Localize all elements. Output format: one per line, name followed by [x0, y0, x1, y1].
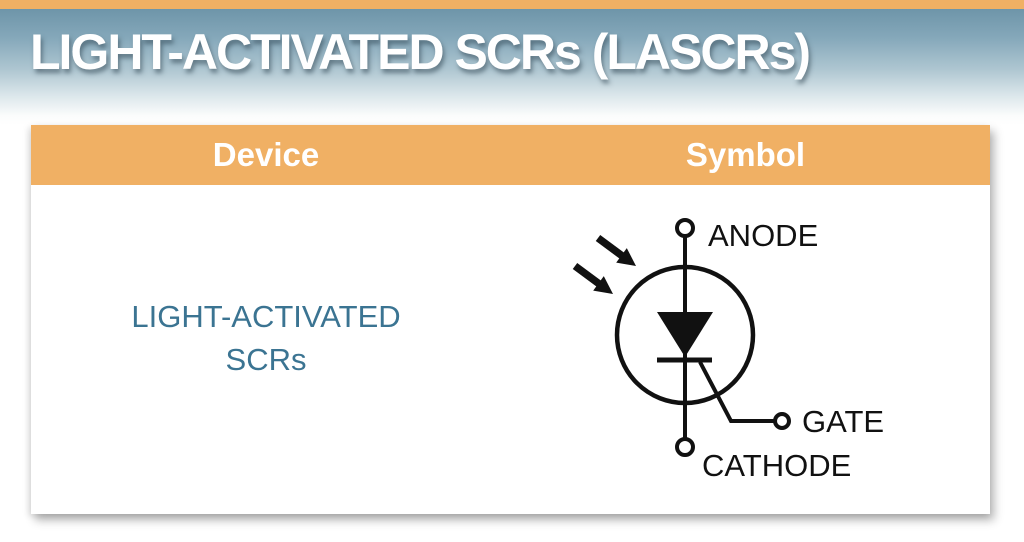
table-header-row: Device Symbol	[31, 125, 990, 185]
light-arrow-icon	[595, 234, 636, 266]
device-name-cell: LIGHT-ACTIVATED SCRs	[31, 173, 501, 502]
cathode-label: CATHODE	[702, 448, 851, 483]
lascr-symbol-diagram: ANODE GATE CATHODE	[560, 200, 910, 495]
gate-terminal-icon	[773, 412, 791, 430]
gate-lead-line	[698, 361, 775, 423]
table-row: LIGHT-ACTIVATED SCRs	[31, 185, 990, 514]
page-title: LIGHT-ACTIVATED SCRs (LASCRs)	[30, 24, 811, 80]
device-name-line1: LIGHT-ACTIVATED	[131, 298, 401, 334]
scr-body-circle	[614, 264, 756, 406]
top-accent-bar	[0, 0, 1024, 9]
column-header-symbol: Symbol	[685, 136, 806, 173]
anode-label: ANODE	[708, 218, 818, 253]
device-table-card: Device Symbol LIGHT-ACTIVATED SCRs	[31, 125, 990, 514]
column-header-device: Device	[212, 136, 320, 173]
gate-label: GATE	[802, 404, 884, 439]
light-arrow-icon	[572, 262, 613, 294]
cathode-terminal-icon	[675, 437, 695, 457]
scr-triangle-icon	[657, 312, 713, 357]
device-name-line2: SCRs	[225, 341, 307, 377]
anode-terminal-icon	[675, 218, 695, 238]
page-banner: LIGHT-ACTIVATED SCRs (LASCRs)	[0, 9, 1024, 125]
